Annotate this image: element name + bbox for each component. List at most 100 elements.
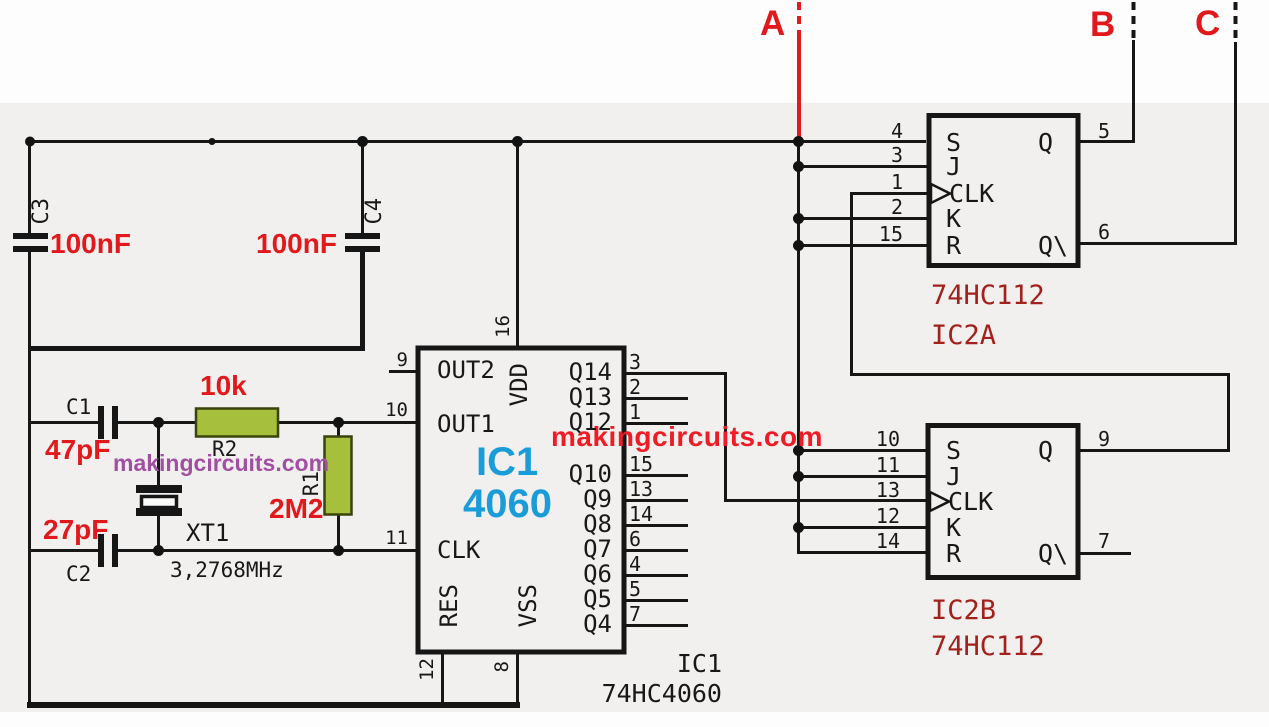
ic2a-pin3-number: 3 <box>890 143 903 167</box>
ic1-q4-label: Q4 <box>583 610 612 638</box>
ic2b-pin-qbar: Q\ <box>1038 539 1069 568</box>
ic2a-pin1-number: 1 <box>890 170 903 194</box>
connection-dots <box>25 136 804 556</box>
ic1-footer-ref: IC1 <box>676 649 722 678</box>
ic2a-pin-j: J <box>946 152 962 181</box>
ic1-pin9-number: 9 <box>396 349 408 371</box>
ic1-q5-pin-number: 5 <box>629 577 642 601</box>
ic1-q7-label: Q7 <box>583 535 612 563</box>
ic1-q8-pin-number: 14 <box>629 502 654 526</box>
resistor-r1 <box>323 435 353 516</box>
ic2a-clock-triangle <box>929 181 953 206</box>
ic2a-outline <box>926 113 1081 268</box>
ic2b-pin14-number: 14 <box>875 529 900 553</box>
ic2b-pin-r: R <box>946 539 962 568</box>
ic2b-pin-k: K <box>946 513 962 542</box>
ic2a-pin15-number: 15 <box>878 222 903 246</box>
ic1-q10-label: Q10 <box>568 460 612 488</box>
c4-value: 100nF <box>256 228 337 259</box>
ic2a-pin-s: S <box>946 128 962 157</box>
ic2b-pin-q: Q <box>1038 436 1054 465</box>
ic1-q7-pin-number: 6 <box>629 527 642 551</box>
ic1-outline <box>415 345 627 655</box>
ic2b-pin7-number: 7 <box>1098 529 1111 553</box>
ic1-pin-vss: VSS <box>514 584 542 628</box>
ic2a-part-label: 74HC112 <box>931 280 1045 311</box>
xt1-frequency: 3,2768MHz <box>170 558 284 582</box>
terminal-b-label: B <box>1090 5 1116 44</box>
ic1-q14-pin-number: 3 <box>629 350 642 374</box>
ic1-pin-out2: OUT2 <box>437 356 495 384</box>
ic1-q10-pin-number: 15 <box>629 452 654 476</box>
ic1-pin11-number: 11 <box>385 527 408 549</box>
ic2a-pin-k: K <box>946 204 962 233</box>
capacitor-c3 <box>13 233 48 252</box>
ic2a-pin6-number: 6 <box>1098 220 1111 244</box>
ic2b-ref-label: IC2B <box>931 595 997 626</box>
ic1-q12-label: Q12 <box>568 408 612 436</box>
c2-value: 27pF <box>43 514 109 545</box>
ic2b-pin-j: J <box>946 462 962 491</box>
ic1-q5-label: Q5 <box>583 585 612 613</box>
ic2b-pin-clk: CLK <box>948 487 994 516</box>
ic2b-clock-triangle <box>928 489 952 514</box>
ic2a-pin-qbar: Q\ <box>1038 231 1069 260</box>
watermark-red: makingcircuits.com <box>551 421 823 452</box>
ic1-q6-label: Q6 <box>583 560 612 588</box>
ic1-q13-label: Q13 <box>568 383 612 411</box>
r1-value: 2M2 <box>269 493 324 524</box>
terminal-a-label: A <box>760 4 786 43</box>
resistor-r2 <box>194 407 280 438</box>
capacitor-c4 <box>345 233 380 252</box>
terminal-c-label: C <box>1195 4 1221 43</box>
ic2a-pin-q: Q <box>1038 128 1054 157</box>
terminal-lines <box>797 2 1238 140</box>
ic2b-pin9-number: 9 <box>1098 427 1111 451</box>
ic2b-pin11-number: 11 <box>875 453 900 477</box>
c1-ref: C1 <box>66 395 92 419</box>
clock-triangles <box>928 181 953 514</box>
ic1-pin-vdd: VDD <box>505 363 533 407</box>
ic1-pin-out1: OUT1 <box>437 410 495 438</box>
ic1-designator: IC1 <box>476 440 539 484</box>
ic1-pin16-number: 16 <box>492 315 514 338</box>
ic2b-pin10-number: 10 <box>875 427 900 451</box>
ic2b-pin-s: S <box>946 436 962 465</box>
crystal-xt1 <box>136 485 182 516</box>
c1-value: 47pF <box>45 434 111 465</box>
ic1-pin-clk: CLK <box>437 536 481 564</box>
ic2b-part-label: 74HC112 <box>931 631 1045 662</box>
ic2a-pin2-number: 2 <box>890 195 903 219</box>
r2-value: 10k <box>200 370 247 401</box>
c2-ref: C2 <box>66 562 92 586</box>
c3-ref: C3 <box>29 198 54 225</box>
ic1-q12-pin-number: 1 <box>629 400 642 424</box>
power-rails <box>27 252 520 708</box>
ic1-footer-part: 74HC4060 <box>601 679 722 708</box>
ic1-part-number: 4060 <box>463 482 552 526</box>
c3-value: 100nF <box>50 228 131 259</box>
r2-ref: R2 <box>212 437 238 461</box>
ic2a-pin4-number: 4 <box>890 119 903 143</box>
ic1-pin12-number: 12 <box>416 658 438 681</box>
ic1-q9-pin-number: 13 <box>629 477 654 501</box>
capacitor-c1 <box>98 406 118 439</box>
ic1-pin-res: RES <box>435 584 463 628</box>
ic1-q8-label: Q8 <box>583 510 612 538</box>
ic1-q14-label: Q14 <box>568 358 612 386</box>
ic2a-pin-r: R <box>946 231 962 260</box>
capacitor-c2 <box>98 534 118 567</box>
ic2a-pin-clk: CLK <box>949 179 995 208</box>
ic1-pin10-number: 10 <box>385 399 408 421</box>
ic1-q13-pin-number: 2 <box>629 375 642 399</box>
ic1-q9-label: Q9 <box>583 485 612 513</box>
ic2a-ref-label: IC2A <box>931 320 997 351</box>
ic1-q4-pin-number: 7 <box>629 602 642 626</box>
c4-ref: C4 <box>362 198 387 225</box>
ic1-q6-pin-number: 4 <box>629 552 642 576</box>
ic1-pin8-number: 8 <box>491 661 513 673</box>
xt1-ref: XT1 <box>186 519 230 547</box>
watermark-purple: makingcircuits.com <box>113 450 330 476</box>
